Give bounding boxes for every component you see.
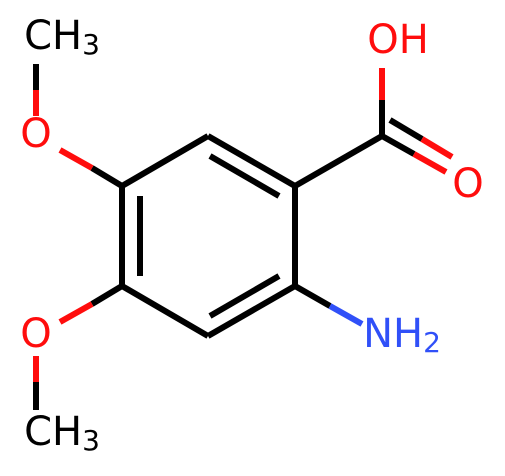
label-methyl-bottom-main: CH bbox=[24, 409, 82, 455]
label-methyl-bottom: CH3 bbox=[24, 409, 100, 457]
bond-carbonyl-b bbox=[388, 117, 424, 142]
label-amine: NH2 bbox=[363, 311, 441, 359]
bond-carbonyl-b-o bbox=[420, 136, 454, 160]
label-amine-sub: 2 bbox=[423, 326, 441, 359]
label-methyl-bottom-sub: 3 bbox=[82, 424, 100, 457]
amine-group bbox=[293, 283, 364, 327]
bond-ring-to-o-bottom bbox=[90, 283, 124, 307]
label-methyl-top: CH3 bbox=[24, 13, 100, 61]
ring-bond-c3-c4 bbox=[206, 283, 297, 339]
label-methoxy-o-top: O bbox=[20, 111, 51, 157]
bond-ring-to-o-top-o bbox=[58, 147, 94, 171]
bond-ring-to-o-bottom-o bbox=[58, 301, 94, 325]
label-hydroxyl: OH bbox=[367, 17, 429, 63]
label-methyl-top-sub: 3 bbox=[82, 28, 100, 61]
bond-ring-to-amine-n bbox=[328, 303, 364, 327]
ring-bond-c1-c2-inner bbox=[208, 153, 281, 199]
bond-carbonyl-a-o bbox=[412, 151, 448, 175]
bond-carbonyl-a bbox=[380, 133, 416, 157]
carboxyl-group bbox=[293, 68, 454, 189]
benzene-ring bbox=[119, 133, 298, 339]
label-amine-main: NH bbox=[363, 311, 423, 357]
ring-bond-c4-c5 bbox=[120, 283, 210, 339]
ring-bond-c3-c4-inner bbox=[208, 273, 281, 319]
label-methoxy-o-bottom: O bbox=[20, 311, 51, 357]
label-carbonyl-o: O bbox=[452, 161, 483, 207]
bond-ring-to-amine bbox=[293, 283, 332, 309]
methoxy-bottom-group bbox=[33, 283, 124, 410]
label-methyl-top-main: CH bbox=[24, 13, 82, 59]
methoxy-top-group bbox=[33, 64, 124, 189]
bond-ring-to-o-top bbox=[90, 165, 124, 189]
ring-bond-c1-c2 bbox=[206, 133, 297, 189]
ring-bond-c6-c1 bbox=[120, 133, 210, 189]
bond-ring-to-carboxyl bbox=[293, 133, 384, 189]
